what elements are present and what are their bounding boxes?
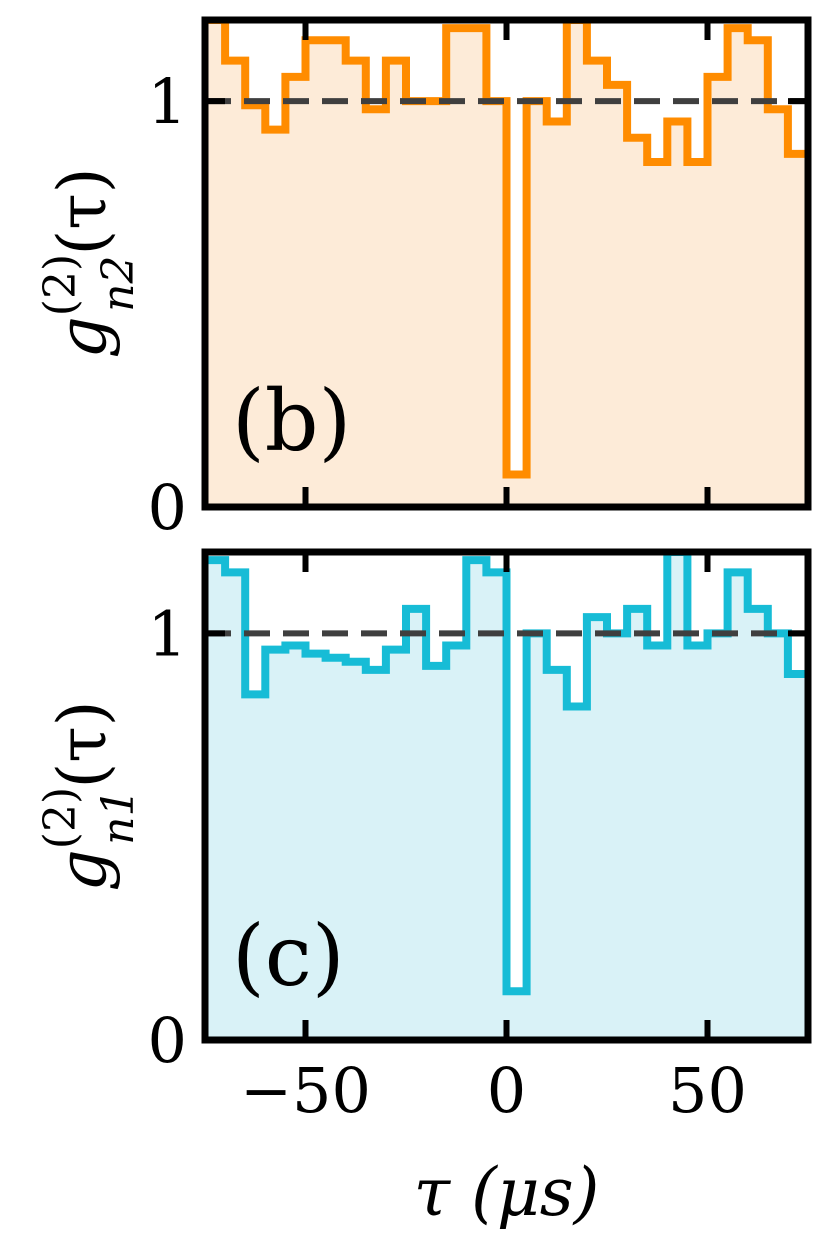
y-tick-label-0: 0 [148, 471, 187, 544]
y-tick-label-0: 0 [148, 1004, 187, 1077]
y-label-sub: n1 [93, 789, 144, 845]
y-axis-label: g(2)n2(τ) [35, 168, 144, 359]
y-label-arg: (τ) [44, 168, 121, 256]
panel-c: 0 1 −50 0 50 (c) g(2)n1(τ) τ (μs) [35, 548, 812, 1231]
y-label-arg: (τ) [44, 701, 121, 789]
y-label-sup: (2) [35, 787, 86, 849]
y-label-base: g [44, 849, 121, 891]
plot-area [205, 552, 808, 1040]
y-label-sup: (2) [35, 254, 86, 316]
x-axis-label: τ (μs) [414, 1154, 600, 1231]
x-tick-label-0: −50 [240, 1054, 371, 1127]
y-tick-label-1: 1 [148, 597, 187, 670]
panel-b: 0 1 (b) g(2)n2(τ) [35, 16, 812, 544]
series-line-0 [205, 552, 808, 996]
y-label-base: g [44, 316, 121, 358]
y-tick-label-1: 1 [148, 65, 187, 138]
y-label-sub: n2 [93, 256, 144, 312]
plot-area [205, 20, 808, 507]
panel-label: (b) [232, 372, 351, 470]
x-tick-label-1: 0 [487, 1054, 526, 1127]
y-axis-label: g(2)n1(τ) [35, 701, 144, 892]
series-line-0 [205, 20, 808, 479]
panel-label: (c) [232, 907, 345, 1005]
x-tick-label-2: 50 [668, 1054, 747, 1127]
